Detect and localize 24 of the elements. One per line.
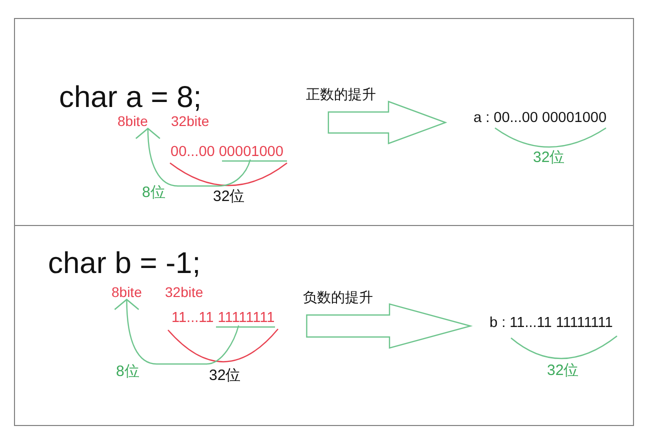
edge-label: 负数的提升	[303, 290, 373, 304]
bit-width-label: 32bite	[171, 114, 210, 128]
block-arrow	[328, 100, 448, 144]
code-line: char a = 8;	[59, 83, 202, 113]
panel-box	[14, 18, 634, 226]
binary-value: 00...00 00001000	[170, 144, 284, 159]
bit-width-label: 32bite	[165, 285, 204, 299]
curved-arrow	[114, 298, 240, 365]
bit-count-label: 32位	[209, 368, 241, 383]
edge-label: 正数的提升	[306, 87, 376, 101]
binary-value: 11...11 11111111	[172, 310, 275, 325]
bit-count-label: 32位	[547, 363, 579, 378]
bit-width-label: 8bite	[112, 284, 142, 298]
panel-box	[14, 225, 634, 426]
edge-label: 8位	[142, 185, 166, 200]
code-line: char b = -1;	[48, 249, 201, 279]
curved-arrow	[136, 128, 251, 187]
bit-count-label: 32位	[213, 189, 245, 204]
result-value: b : 11...11 11111111	[490, 316, 613, 330]
edge-label: 8位	[116, 364, 140, 379]
block-arrow	[306, 303, 473, 349]
result-value: a : 00...00 00001000	[474, 110, 607, 125]
bit-width-label: 8bite	[118, 114, 148, 128]
bit-count-label: 32位	[533, 150, 565, 165]
